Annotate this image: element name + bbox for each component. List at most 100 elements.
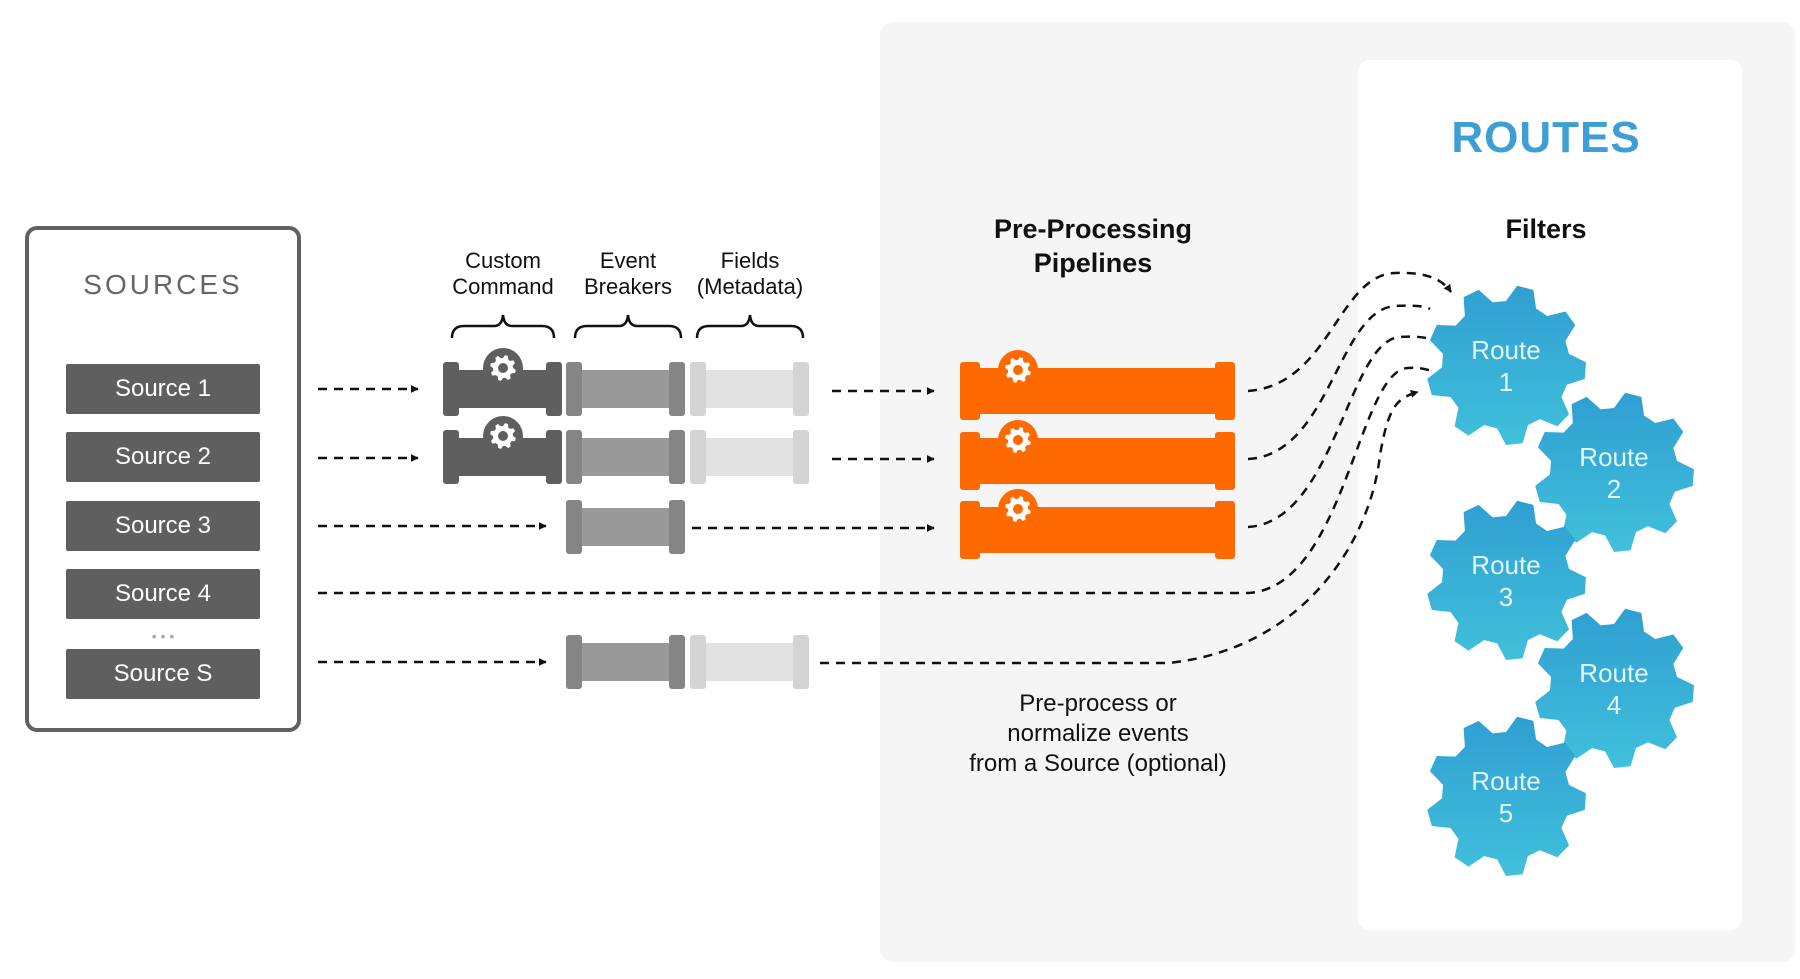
event-breaker-pipe-cap-right <box>669 362 685 416</box>
gear-icon <box>998 420 1038 460</box>
source-item-box[interactable] <box>66 649 260 699</box>
route-label: Route <box>1579 658 1648 688</box>
preprocessing-caption-line3: from a Source (optional) <box>969 750 1226 777</box>
fields-label-line1: Fields <box>721 248 780 273</box>
connector-pipeline2-routes <box>1247 304 1431 461</box>
event-breaker-pipe-cap-left <box>566 362 582 416</box>
route-gear-shape[interactable] <box>1535 608 1694 768</box>
fields-label-line2: (Metadata) <box>697 274 803 299</box>
custom-command-label-line1: Custom <box>465 248 541 273</box>
source-item-box[interactable] <box>66 501 260 551</box>
route-gear-shape[interactable] <box>1427 285 1586 445</box>
route-label: Route <box>1471 335 1540 365</box>
route-number: 3 <box>1499 582 1513 612</box>
route-label: Route <box>1579 442 1648 472</box>
stage-pipes <box>443 348 809 689</box>
fields-pipe-cap-left <box>690 430 706 484</box>
fields-pipe-cap-right <box>793 430 809 484</box>
gear-icon <box>483 416 523 456</box>
filters-label: Filters <box>1505 214 1586 244</box>
source-item-box[interactable] <box>66 569 260 619</box>
route-gear-shape[interactable] <box>1427 716 1586 876</box>
source-item-box[interactable] <box>66 364 260 414</box>
fields-header: Fields (Metadata) <box>695 248 805 339</box>
route-number: 5 <box>1499 798 1513 828</box>
pipeline-cap-right <box>1215 432 1235 490</box>
source-item-label: Source 4 <box>115 580 211 607</box>
event-breaker-pipe-cap-left <box>566 430 582 484</box>
fields-pipe-body <box>704 643 795 681</box>
pipeline-cap-left <box>960 432 980 490</box>
event-breakers-label-line2: Breakers <box>584 274 672 299</box>
connector-pipeline3-routes <box>1247 335 1431 529</box>
fields-pipe <box>690 362 809 416</box>
preprocessing-title-line2: Pipelines <box>1034 248 1153 278</box>
gear-icon <box>998 350 1038 390</box>
route-number: 4 <box>1607 690 1621 720</box>
gear-icon <box>483 348 523 388</box>
fields-pipe-body <box>704 370 795 408</box>
connector-sources-routes <box>820 389 1419 665</box>
route-number: 1 <box>1499 367 1513 397</box>
custom-command-header: Custom Command <box>450 248 556 339</box>
source-item[interactable]: Source 4 <box>66 569 260 619</box>
custom-command-pipe-cap-right <box>546 362 562 416</box>
source-item[interactable]: Source 3 <box>66 501 260 551</box>
event-breaker-pipe <box>566 635 685 689</box>
event-breaker-pipe-cap-left <box>566 635 582 689</box>
pipeline-cap-right <box>1215 501 1235 559</box>
sources-title: SOURCES <box>83 269 242 300</box>
event-breaker-pipe-cap-left <box>566 500 582 554</box>
preprocessing-caption-line2: normalize events <box>1007 720 1188 747</box>
preprocessing-title-line1: Pre-Processing <box>994 214 1192 244</box>
source-item-label: Source 2 <box>115 443 211 470</box>
event-breakers-brace <box>573 314 683 339</box>
gear-hole <box>1013 365 1023 375</box>
event-breaker-pipe-cap-right <box>669 430 685 484</box>
preprocessing-pipelines <box>960 350 1235 559</box>
preprocessing-pipeline <box>960 489 1235 559</box>
source-item-label: Source S <box>114 660 213 687</box>
event-breaker-pipe-cap-right <box>669 500 685 554</box>
connector-source4-routes <box>318 366 1433 595</box>
fields-pipe-cap-left <box>690 362 706 416</box>
pipeline-cap-left <box>960 501 980 559</box>
source-item-box[interactable] <box>66 432 260 482</box>
gear-hole <box>498 431 508 441</box>
source-item-label: Source 3 <box>115 512 211 539</box>
connectors <box>318 271 1453 666</box>
custom-command-pipe <box>443 348 562 416</box>
custom-command-pipe-cap-left <box>443 430 459 484</box>
custom-command-pipe-cap-left <box>443 362 459 416</box>
pipeline-cap-right <box>1215 362 1235 420</box>
fields-pipe-cap-right <box>793 635 809 689</box>
event-breaker-pipe <box>566 500 685 554</box>
source-item[interactable]: Source 1 <box>66 364 260 414</box>
preprocessing-pipeline <box>960 350 1235 420</box>
source-item[interactable]: Source 2 <box>66 432 260 482</box>
route-gear-shape[interactable] <box>1427 500 1586 660</box>
event-breakers-header: Event Breakers <box>573 248 683 339</box>
preprocessing-pipeline <box>960 420 1235 490</box>
route-number: 2 <box>1607 474 1621 504</box>
route-label: Route <box>1471 550 1540 580</box>
fields-pipe-cap-right <box>793 362 809 416</box>
gear-icon <box>998 489 1038 529</box>
source-item[interactable]: Source S <box>66 649 260 699</box>
source-ellipsis: • • • <box>152 628 175 644</box>
fields-pipe <box>690 430 809 484</box>
event-breaker-pipe <box>566 362 685 416</box>
gear-hole <box>498 363 508 373</box>
route-gear-shape[interactable] <box>1535 392 1694 552</box>
event-breaker-pipe-body <box>580 370 671 408</box>
custom-command-pipe-cap-right <box>546 430 562 484</box>
event-breaker-pipe-body <box>580 508 671 546</box>
event-breakers-label-line1: Event <box>600 248 656 273</box>
